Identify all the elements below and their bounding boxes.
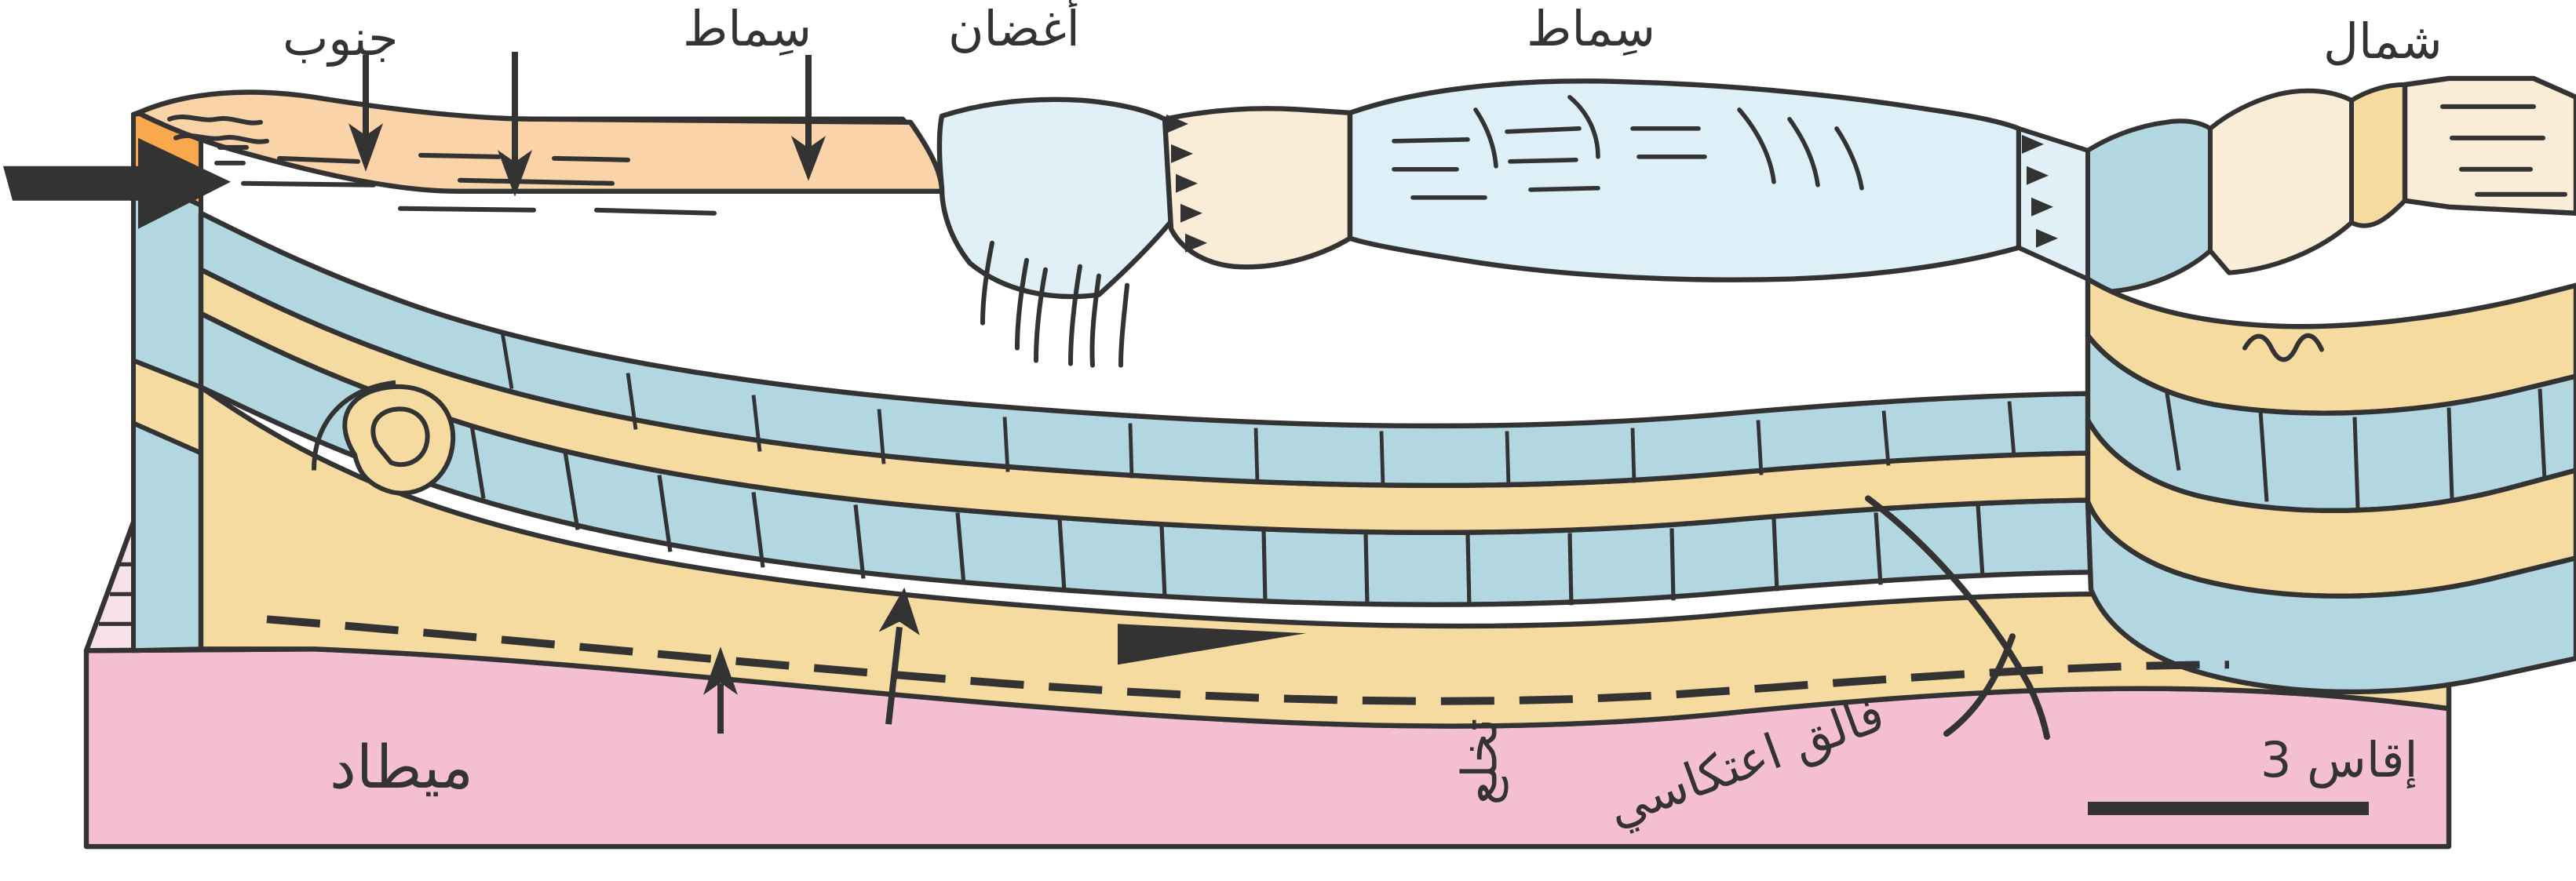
hinterland-blue-ridge [2085, 118, 2213, 294]
reverse-fault-line [1865, 495, 2050, 741]
label-scale-bar: إقاس 3 [2260, 731, 2418, 788]
imbricate-slice-lines [980, 240, 1129, 368]
label-duplex-left: سِماط [683, 0, 812, 57]
detachment-dashed-line [266, 615, 2230, 705]
shale-block-center [1162, 106, 1353, 270]
leader-curve-reverse-fault [1943, 633, 2016, 737]
leader-arrow-detachment [703, 646, 738, 734]
plateau-bedding-ticks [2440, 104, 2567, 197]
fold-nose-structure [312, 380, 456, 496]
limestone-joint-lines [469, 420, 1985, 607]
compression-direction-arrow [3, 137, 231, 229]
leader-arrow-reverse-fault [878, 587, 920, 725]
leader-arrow-duplex-right [790, 54, 826, 181]
side-layer-limestone-2 [131, 420, 203, 653]
hinterland-blue-joints [2164, 388, 2547, 508]
hinterland-deep-blue [2085, 499, 2576, 695]
hinterland-cross-section [1865, 276, 2576, 741]
label-detachment: تخلع [1450, 718, 1509, 806]
hinterland-tan-band [2349, 82, 2407, 228]
label-imbricate: أغضان [948, 0, 1080, 57]
thrust-sawtooth-left [1166, 114, 1207, 253]
top-surface [130, 75, 2576, 368]
surface-bedding-ticks [167, 115, 717, 216]
hinterland-plateau-top [2402, 75, 2576, 216]
hinterland-cream-band [2208, 88, 2354, 275]
leader-arrow-duplex-left [348, 54, 383, 172]
detachment-motion-arrow [1118, 624, 1306, 665]
thrust-sawtooth-right [2022, 134, 2058, 248]
leader-arrows [348, 51, 2016, 737]
right-pale-slab [2016, 126, 2090, 282]
label-basement: ميطاد [330, 732, 473, 802]
scale-bar-line [2088, 802, 2369, 815]
label-south: جنوب [283, 9, 399, 67]
label-north: شمال [2323, 13, 2443, 70]
upper-limestone-joint-lines [500, 332, 2016, 486]
detachment-fault [266, 615, 2230, 705]
duplex-right-top [1347, 78, 2022, 282]
duplex-bedding-ticks [1392, 95, 1864, 200]
fold-hinge-crenulation [2242, 333, 2324, 362]
surface-peach-plate [135, 89, 945, 194]
leader-arrow-imbricate [497, 51, 533, 197]
label-duplex-right: سِماط [1527, 0, 1656, 57]
duplex-left-top [936, 96, 1188, 300]
